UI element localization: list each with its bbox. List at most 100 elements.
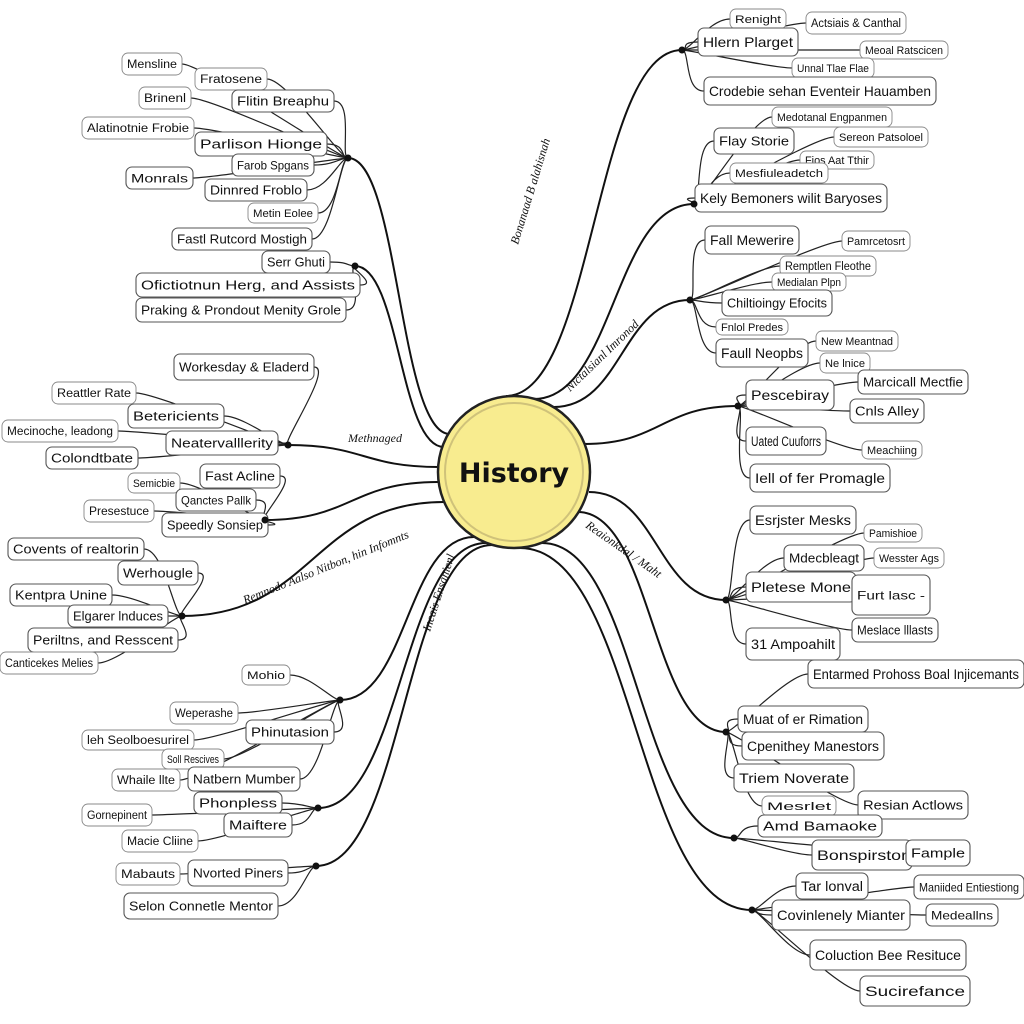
node-86[interactable]: Resian Actlows (857, 790, 969, 820)
node-42[interactable]: Macie Cliine (121, 829, 199, 853)
node-48[interactable]: Hlern Plarget (697, 27, 799, 57)
node-27[interactable]: Werhougle (117, 560, 199, 586)
node-74[interactable]: Pamishioe (863, 523, 923, 543)
node-60[interactable]: Remptlen Fleothe (779, 255, 877, 277)
node-36[interactable]: Soll Rescives (161, 748, 225, 770)
node-52[interactable]: Medotanal Engpanmen (771, 106, 893, 128)
node-66[interactable]: Ne lnice (819, 352, 871, 374)
node-37[interactable]: Whaile llte (111, 768, 181, 792)
node-51[interactable]: Crodebie sehan Eventeir Hauamben (703, 76, 937, 106)
node-16[interactable]: Reattler Rate (51, 381, 137, 405)
node-49[interactable]: Meoal Ratscicen (859, 40, 949, 60)
node-90[interactable]: Tar lonval (795, 872, 869, 900)
node-40[interactable]: Phonpless (193, 791, 283, 815)
node-19[interactable]: Neatervalllerity (165, 430, 279, 456)
node-76[interactable]: Wesster Ags (873, 547, 945, 569)
node-79[interactable]: 31 Ampoahilt (745, 627, 841, 661)
node-47[interactable]: Actsiais & Canthal (805, 11, 907, 35)
node-box (925, 903, 999, 927)
node-32[interactable]: Mohio (241, 664, 291, 686)
node-7[interactable]: Farob Spgans (231, 153, 315, 177)
node-82[interactable]: Muat of er Rimation (737, 705, 869, 733)
node-20[interactable]: Colondtbate (45, 446, 139, 470)
node-31[interactable]: Canticekes Melies (0, 651, 99, 675)
node-45[interactable]: Selon Connetle Mentor (123, 892, 279, 920)
node-15[interactable]: Workesday & Eladerd (173, 353, 315, 381)
node-83[interactable]: Cpenithey Manestors (741, 731, 885, 761)
node-33[interactable]: Weperashe (169, 701, 239, 725)
node-13[interactable]: Ofictiotnun Herg, and Assists (135, 272, 361, 298)
node-72[interactable]: Iell of fer Promagle (749, 463, 891, 493)
node-34[interactable]: Phinutasion (245, 719, 335, 745)
node-41[interactable]: Maiftere (223, 812, 293, 838)
node-63[interactable]: Fnlol Predes (715, 318, 789, 336)
node-6[interactable]: Parlison Hionge (194, 131, 328, 157)
node-5[interactable]: Alatinotnie Frobie (81, 116, 195, 140)
node-81[interactable]: Entarmed Prohoss Boal Injicemants (807, 659, 1024, 689)
node-26[interactable]: Covents of realtorin (7, 537, 145, 561)
node-71[interactable]: Meachiing (861, 440, 923, 460)
node-70[interactable]: Uated Cuuforrs (745, 426, 827, 456)
node-65[interactable]: New Meantnad (815, 330, 899, 352)
node-24[interactable]: Presestuce (83, 499, 155, 523)
node-88[interactable]: Bonspirstor (811, 839, 913, 871)
node-91[interactable]: Maniided Entiestiong (913, 874, 1024, 900)
node-21[interactable]: Semicbie (127, 472, 181, 494)
node-50[interactable]: Unnal Tlae Flae (791, 57, 875, 79)
node-38[interactable]: Natbern Mumber (187, 766, 301, 792)
node-62[interactable]: Chiltioingy Efocits (721, 289, 833, 317)
node-1[interactable]: Mensline (121, 52, 183, 76)
node-box (231, 153, 315, 177)
node-box (733, 763, 855, 793)
node-53[interactable]: Flay Storie (713, 127, 795, 155)
node-67[interactable]: Pescebiray (745, 379, 835, 411)
node-29[interactable]: Elgarer lnduces (67, 604, 169, 628)
node-54[interactable]: Sereon Patsoloel (833, 126, 929, 148)
node-64[interactable]: Faull Neopbs (715, 338, 809, 368)
node-84[interactable]: Triem Noverate (733, 763, 855, 793)
node-78[interactable]: Furt lasc - (851, 574, 931, 616)
node-14[interactable]: Praking & Prondout Menity Grole (135, 297, 347, 323)
node-10[interactable]: Metin Eolee (247, 202, 319, 224)
node-2[interactable]: Fratosene (194, 67, 268, 91)
node-95[interactable]: Sucirefance (859, 975, 971, 1007)
node-94[interactable]: Coluction Bee Resituce (809, 939, 967, 971)
node-75[interactable]: Mdecbleagt (783, 544, 865, 572)
node-25[interactable]: Speedly Sonsiep (161, 512, 269, 538)
node-18[interactable]: Mecinoche, leadong (1, 419, 119, 443)
node-87[interactable]: Amd Bamaoke (757, 814, 883, 838)
node-23[interactable]: Qanctes Pallk (175, 488, 257, 512)
node-12[interactable]: Serr Ghuti (261, 250, 331, 274)
node-77[interactable]: Pletese Mone (745, 571, 857, 603)
node-68[interactable]: Marcicall Mectfie (857, 369, 969, 395)
node-56[interactable]: Mesfiuleadetch (729, 162, 829, 184)
node-8[interactable]: Monrals (125, 166, 194, 190)
node-28[interactable]: Kentpra Unine (9, 583, 113, 607)
node-4[interactable]: Flitin Breaphu (231, 89, 335, 113)
node-85[interactable]: Mesrlet (761, 795, 837, 817)
node-93[interactable]: Medeallns (925, 903, 999, 927)
node-44[interactable]: Nvorted Piners (187, 859, 289, 887)
node-92[interactable]: Covinlenely Mianter (771, 899, 911, 931)
node-73[interactable]: Esrjster Mesks (749, 505, 857, 535)
node-35[interactable]: leh Seolboesurirel (81, 729, 195, 751)
center-topic[interactable]: History (436, 394, 592, 550)
node-46[interactable]: Renight (729, 8, 787, 30)
node-58[interactable]: Fall Mewerire (704, 225, 800, 255)
node-80[interactable]: Meslace lllasts (851, 617, 939, 643)
node-59[interactable]: Pamrcetosrt (841, 230, 911, 252)
node-43[interactable]: Mabauts (115, 862, 181, 886)
node-22[interactable]: Fast Acline (199, 463, 281, 489)
node-label: Phonpless (199, 797, 277, 811)
node-3[interactable]: Brinenl (138, 86, 192, 110)
node-61[interactable]: Medialan Plpn (771, 272, 847, 292)
node-11[interactable]: Fastl Rutcord Mostigh (171, 227, 313, 251)
node-89[interactable]: Fample (905, 839, 971, 867)
node-57[interactable]: Kely Bemoners wilit Baryoses (694, 183, 888, 213)
node-9[interactable]: Dinnred Froblo (204, 178, 308, 202)
node-39[interactable]: Gornepinent (81, 803, 153, 827)
node-30[interactable]: Periltns, and Resscent (27, 627, 179, 653)
branch-label-3: Methnaged (347, 431, 403, 445)
node-69[interactable]: Cnls Alley (849, 398, 925, 424)
node-17[interactable]: Betericients (127, 403, 225, 429)
